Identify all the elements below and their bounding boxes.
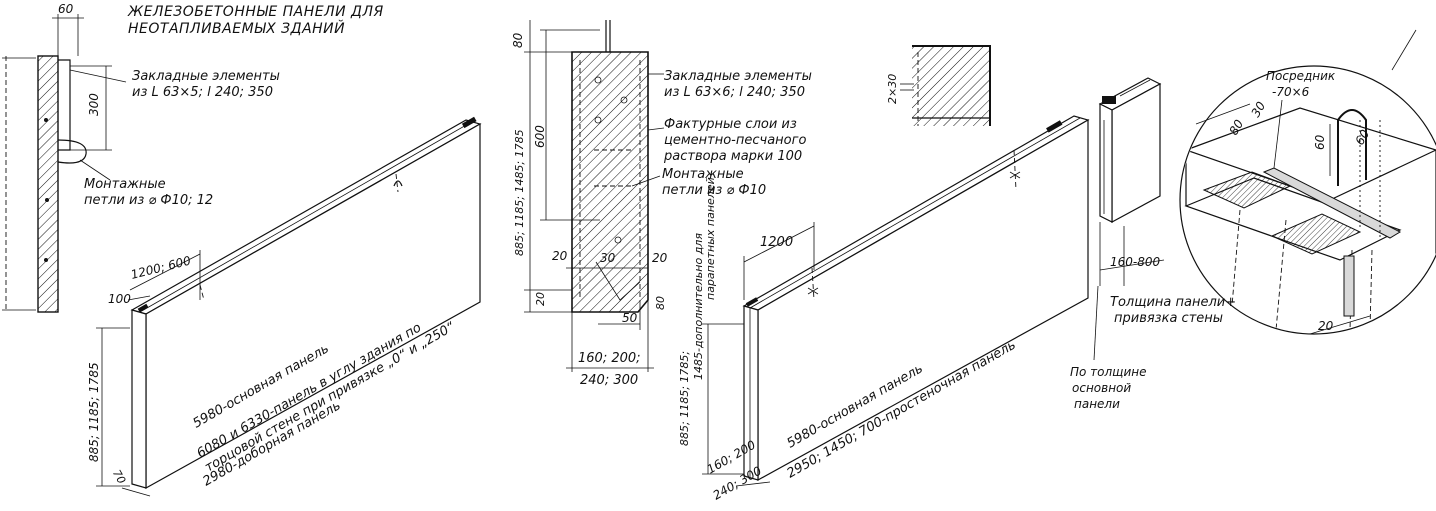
middle-loops-line-1: Монтажные xyxy=(662,167,744,182)
middle-loops-line-2: петли из ⌀ Ф10 xyxy=(662,183,766,198)
detail-dim-60b: 60 xyxy=(1352,127,1372,148)
panel-2-height-extra-2: парапетных панелей xyxy=(704,177,717,300)
dim-2x30: 2×30 xyxy=(886,74,899,104)
spacer-label-1: Посредник xyxy=(1266,69,1336,83)
connection-detail-circle: Посредник -70×6 80 30 60 60 20 xyxy=(1179,29,1436,335)
thickness-line-2: 240; 300 xyxy=(580,373,638,388)
panel-1-side-face xyxy=(131,309,147,489)
loops-label-line-1: Монтажные xyxy=(84,177,166,192)
drawing-title: ЖЕЛЕЗОБЕТОННЫЕ ПАНЕЛИ ДЛЯ НЕОТАПЛИВАЕМЫХ… xyxy=(127,4,384,37)
panel-1-height-dim: 885; 1185; 1785 xyxy=(87,362,101,462)
panel-2-side-face xyxy=(743,305,759,481)
middle-wall-section: 80 600 885; 1185; 1485; 1785 20 20 30 20… xyxy=(511,20,812,388)
middle-embedded-line-2: из L 63×6; l 240; 350 xyxy=(664,85,805,100)
middle-section-hatched-body xyxy=(571,51,649,313)
dim-20-bottom-left: 20 xyxy=(534,292,547,306)
dim-600: 600 xyxy=(533,125,547,148)
dim-1200-600: 1200; 600 xyxy=(129,253,192,282)
dim-50: 50 xyxy=(622,311,638,325)
dim-300: 300 xyxy=(87,93,101,116)
dim-60-top: 60 xyxy=(58,2,74,16)
texture-line-2: цементно-песчаного xyxy=(664,133,806,148)
edge-detail-section: 2×30 xyxy=(886,45,991,126)
texture-line-1: Фактурные слои из xyxy=(664,117,797,132)
panel-1-isometric: 1200; 600 100 885; 1185; 1785 70 5980-ос… xyxy=(87,116,482,497)
dim-100: 100 xyxy=(108,292,131,306)
main-thickness-line-3: панели xyxy=(1074,397,1120,411)
panel-1-front-face xyxy=(145,122,481,490)
detail-circle xyxy=(1179,65,1436,335)
spacer-label-2: -70×6 xyxy=(1272,85,1310,99)
dim-30: 30 xyxy=(600,251,616,265)
main-thickness-line-2: основной xyxy=(1072,381,1131,395)
dim-20-right: 20 xyxy=(652,251,668,265)
detail-dim-60a: 60 xyxy=(1313,134,1327,150)
dim-20-left: 20 xyxy=(552,249,568,263)
dim-80-section: 80 xyxy=(511,32,525,48)
wall-thickness-line-1: Толщина панели+ xyxy=(1110,295,1236,310)
detail-dim-20: 20 xyxy=(1318,319,1334,333)
texture-line-3: раствора марки 100 xyxy=(663,149,802,164)
embedded-label-line-1: Закладные элементы xyxy=(132,69,280,84)
left-section-hatched-body xyxy=(37,55,59,313)
detail-dim-30: 30 xyxy=(1248,99,1268,120)
panel-2-height-extra-1: 1485-дополнительно для xyxy=(692,233,705,380)
dim-80-bottom-right: 80 xyxy=(654,296,667,310)
middle-section-height: 885; 1185; 1485; 1785 xyxy=(513,129,526,256)
pier-panel: 160-800 Толщина панели+ привязка стены П… xyxy=(1070,77,1236,411)
dim-160-800: 160-800 xyxy=(1110,255,1161,269)
dim-70: 70 xyxy=(110,468,128,487)
mounting-loop xyxy=(57,139,87,164)
main-thickness-line-1: По толщине xyxy=(1070,365,1147,379)
title-line-1: ЖЕЛЕЗОБЕТОННЫЕ ПАНЕЛИ ДЛЯ xyxy=(127,4,384,20)
embedded-label-line-2: из L 63×5; l 240; 350 xyxy=(132,85,273,100)
dim-1200: 1200 xyxy=(760,235,793,250)
embedded-angle xyxy=(58,59,71,151)
thickness-line-1: 160; 200; xyxy=(578,351,641,366)
loops-label-line-2: петли из ⌀ Ф10; 12 xyxy=(84,193,213,208)
panel-2-height: 885; 1185; 1785; xyxy=(678,351,691,446)
detail-dim-80: 80 xyxy=(1226,117,1246,138)
middle-embedded-line-1: Закладные элементы xyxy=(664,69,812,84)
title-line-2: НЕОТАПЛИВАЕМЫХ ЗДАНИЙ xyxy=(128,19,345,37)
left-wall-section: 60 300 Закладные элементы из L 63×5; l 2… xyxy=(2,2,280,313)
wall-thickness-line-2: привязка стены xyxy=(1114,311,1223,326)
